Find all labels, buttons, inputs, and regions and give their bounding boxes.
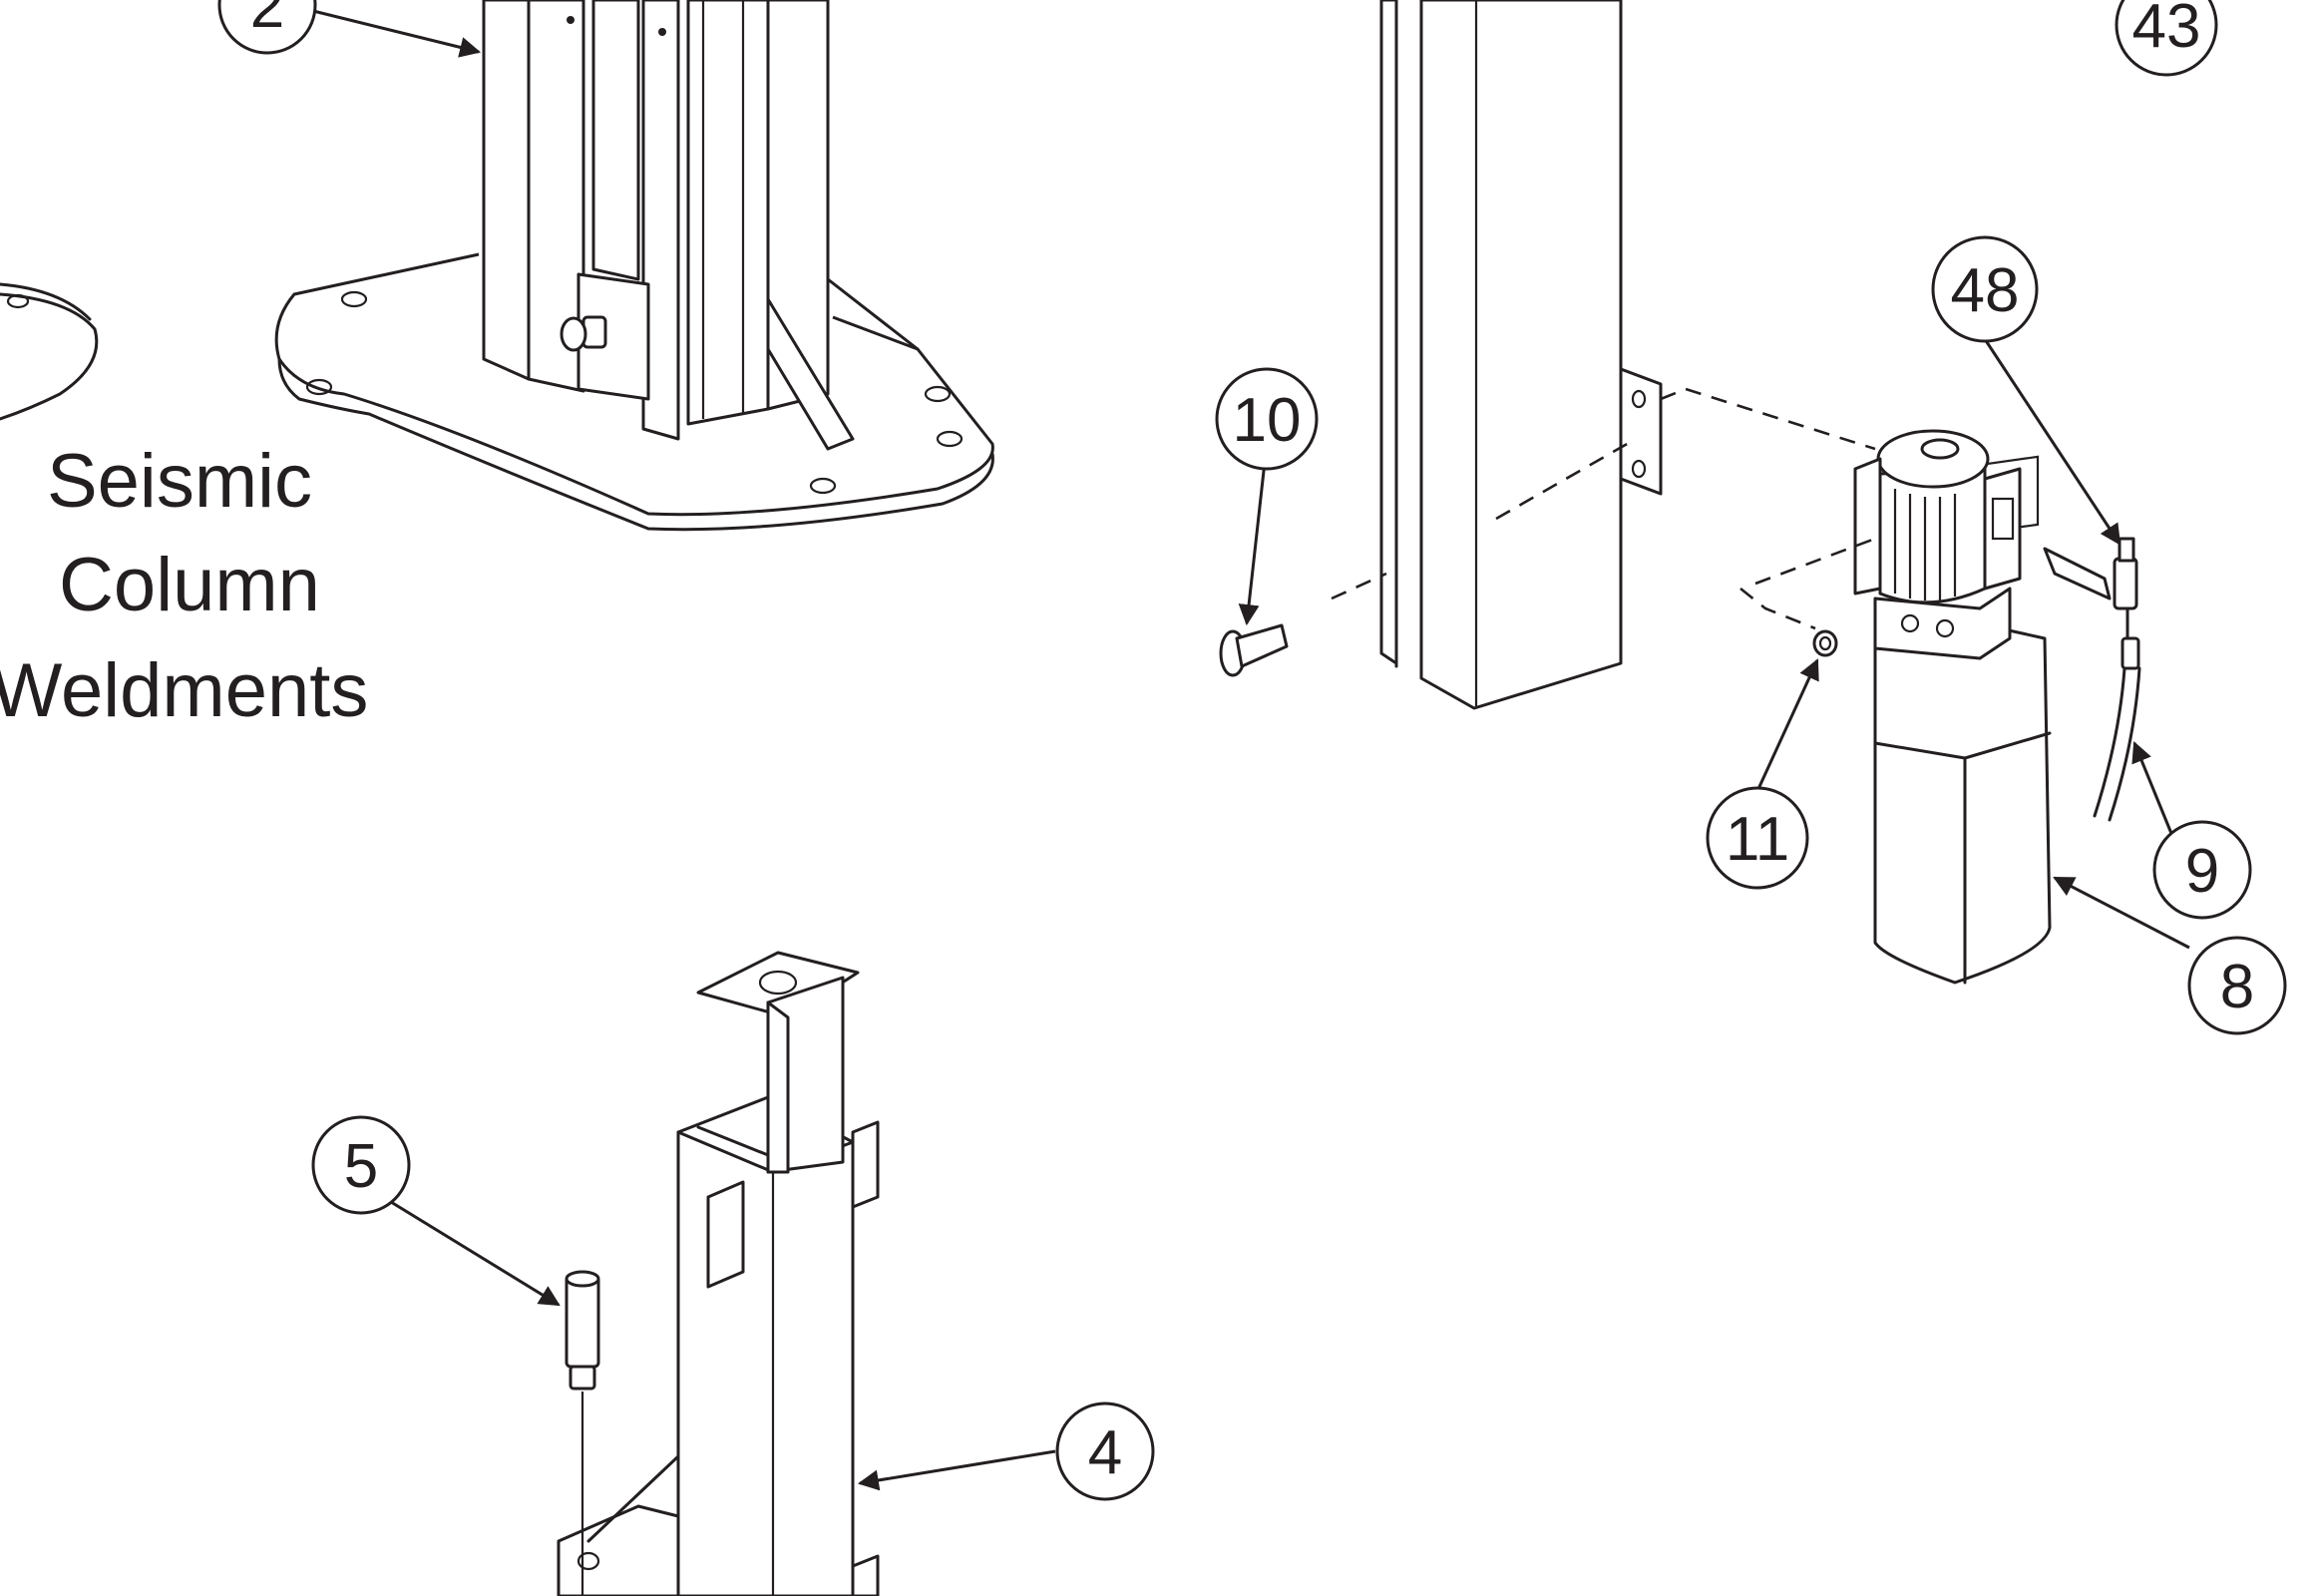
callout-2: 2	[217, 0, 317, 55]
callout-48: 48	[1931, 235, 2039, 343]
seismic-column-weldments-caption: Seismic Column Weldments	[0, 439, 368, 733]
callout-4: 4	[1055, 1401, 1155, 1501]
svg-text:43: 43	[2132, 0, 2201, 61]
hose-and-fitting	[2043, 537, 2141, 822]
column-weldment-item-2	[274, 0, 994, 532]
caption-line-3: Weldments	[0, 648, 368, 733]
callout-5: 5	[311, 1115, 411, 1215]
caption-line-2: Column	[59, 543, 320, 627]
callout-11: 11	[1706, 786, 1809, 890]
svg-text:11: 11	[1726, 805, 1789, 874]
svg-text:5: 5	[344, 1132, 378, 1201]
svg-text:4: 4	[1088, 1418, 1122, 1487]
svg-text:9: 9	[2185, 837, 2219, 906]
leader-lines	[308, 8, 2190, 1491]
callout-8: 8	[2187, 936, 2287, 1035]
tall-column-center	[1331, 0, 1876, 710]
callout-10: 10	[1215, 367, 1319, 471]
svg-text:2: 2	[250, 0, 284, 41]
svg-text:10: 10	[1233, 386, 1302, 455]
column-item-4	[557, 951, 880, 1596]
callout-43: 43	[2115, 0, 2218, 77]
pin-item-5	[565, 1270, 600, 1596]
callout-9: 9	[2152, 820, 2252, 920]
power-unit-item-8	[1739, 429, 2052, 985]
seismic-column-base-left-partial	[0, 282, 99, 421]
svg-text:48: 48	[1951, 256, 2020, 325]
svg-text:8: 8	[2220, 953, 2254, 1021]
bolt-item-10	[1219, 623, 1289, 677]
caption-line-1: Seismic	[47, 439, 312, 524]
